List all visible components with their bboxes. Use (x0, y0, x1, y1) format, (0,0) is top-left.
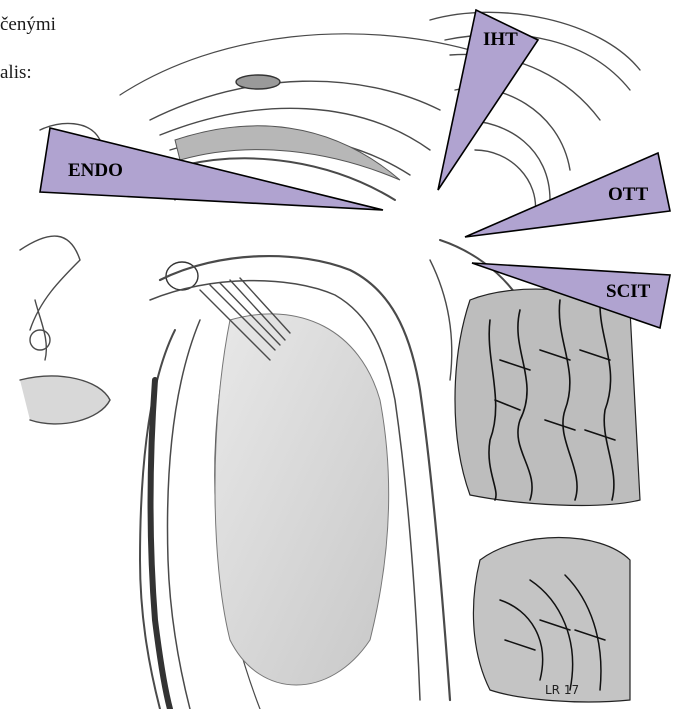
label-pointers (40, 10, 670, 328)
endo-label: ENDO (68, 160, 123, 181)
iht-label: IHT (483, 29, 518, 50)
pencil-sketch (20, 12, 640, 709)
scit-label: SCIT (606, 281, 651, 302)
artist-signature: LR 17 (545, 683, 579, 697)
ott-label: OTT (608, 184, 648, 205)
